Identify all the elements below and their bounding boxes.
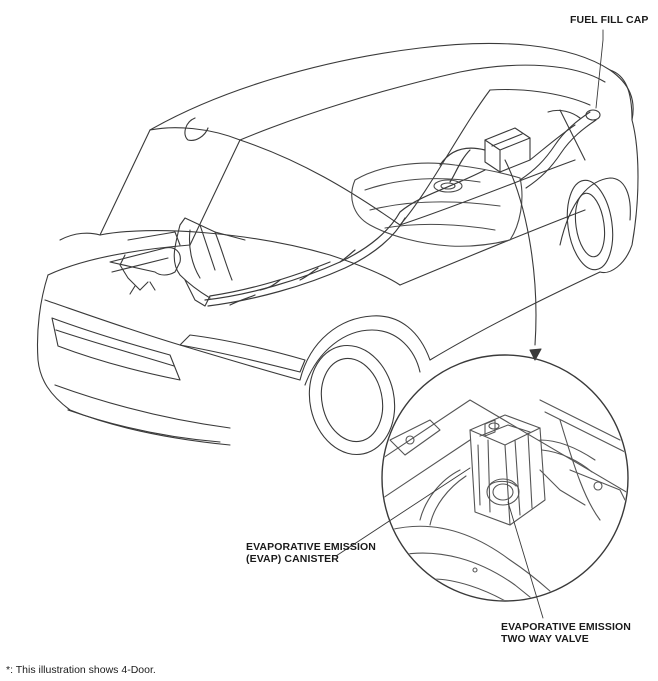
evap-lines — [204, 147, 486, 307]
evap-canister-line-1: EVAPORATIVE EMISSION — [246, 541, 376, 553]
evap-canister-line-2: (EVAP) CANISTER — [246, 553, 339, 565]
evap-canister-label: EVAPORATIVE EMISSION (EVAP) CANISTER — [246, 541, 376, 565]
engine-pipes — [109, 217, 246, 307]
two-way-valve-line-1: EVAPORATIVE EMISSION — [501, 621, 631, 633]
detail-circle — [381, 354, 629, 602]
detail-view — [383, 399, 627, 600]
callout-leaders — [335, 29, 604, 619]
filler-neck — [519, 109, 601, 189]
car-body — [36, 42, 639, 456]
detail-leader-arrow — [504, 159, 542, 361]
fuel-fill-cap-label: FUEL FILL CAP — [570, 14, 649, 26]
fuel-tank — [351, 162, 523, 247]
two-way-valve-label: EVAPORATIVE EMISSION TWO WAY VALVE — [501, 621, 631, 645]
two-way-valve-line-2: TWO WAY VALVE — [501, 633, 589, 645]
footnote: *: This illustration shows 4-Door. — [6, 664, 156, 676]
fuel-fill-cap-text: FUEL FILL CAP — [570, 14, 649, 26]
